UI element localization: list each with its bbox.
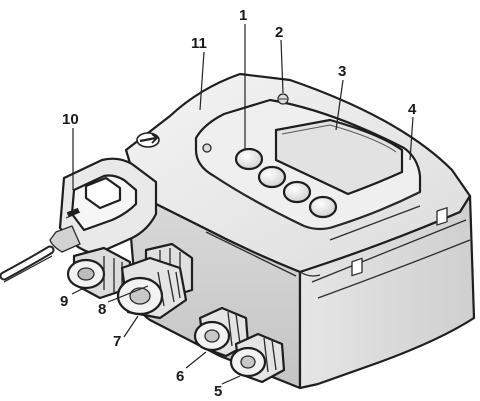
leader-4 <box>409 116 414 161</box>
callout-6: 6 <box>176 368 184 385</box>
leader-3 <box>335 79 344 131</box>
leader-2 <box>280 39 284 94</box>
callout-4: 4 <box>408 101 417 118</box>
callout-1: 1 <box>239 7 247 24</box>
lcd-display <box>274 118 404 196</box>
cable <box>0 245 55 283</box>
gland-7 <box>116 256 188 320</box>
leader-5 <box>221 375 241 385</box>
leader-11 <box>199 51 205 111</box>
leader-8 <box>107 285 149 303</box>
callout-labels: 1 2 3 4 5 6 7 8 9 10 11 <box>60 7 417 400</box>
leader-6 <box>185 351 207 369</box>
gland-5 <box>229 332 286 384</box>
leader-lines <box>71 24 414 385</box>
gland-9 <box>66 246 132 300</box>
leader-9 <box>71 287 85 295</box>
arrow-symbol <box>136 132 160 148</box>
callout-5: 5 <box>214 383 222 400</box>
callout-9: 9 <box>60 293 68 310</box>
callout-8: 8 <box>98 301 106 318</box>
callout-7: 7 <box>113 333 121 350</box>
lid-screw <box>202 93 289 153</box>
control-buttons <box>234 147 338 219</box>
callout-10: 10 <box>62 111 79 128</box>
leader-7 <box>123 315 139 338</box>
callout-11: 11 <box>191 35 207 52</box>
callout-3: 3 <box>338 63 346 80</box>
probe-plug <box>49 157 158 256</box>
callout-2: 2 <box>275 24 283 41</box>
